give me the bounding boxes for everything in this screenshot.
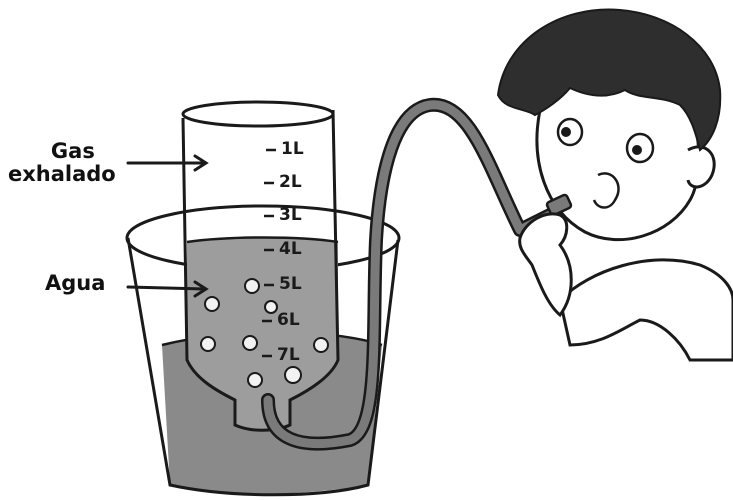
scale-label-2: 2L bbox=[279, 172, 302, 192]
boy-pupil-right bbox=[632, 145, 642, 155]
bubble bbox=[243, 336, 257, 350]
cylinder-top bbox=[183, 102, 333, 126]
boy-pupil-left bbox=[561, 127, 571, 137]
scale-label-4: 4L bbox=[279, 239, 302, 259]
bubble bbox=[245, 279, 259, 293]
bubble bbox=[201, 337, 215, 351]
label-gas-line2: exhalado bbox=[8, 163, 116, 186]
scale-label-1: 1L bbox=[281, 139, 304, 159]
boy-ear bbox=[688, 147, 714, 187]
scale-label-3: 3L bbox=[279, 205, 302, 225]
boy-shirt bbox=[560, 260, 733, 360]
boy bbox=[498, 10, 733, 360]
bubble bbox=[265, 301, 277, 313]
bubble bbox=[314, 338, 328, 352]
boy-hand bbox=[520, 214, 572, 315]
label-gas-line1: Gas bbox=[51, 139, 95, 163]
bubble bbox=[248, 373, 262, 387]
bubble bbox=[205, 297, 219, 311]
label-agua: Agua bbox=[45, 272, 105, 295]
scale-label-5: 5L bbox=[279, 274, 302, 294]
inverted-cylinder bbox=[183, 102, 338, 430]
scale-label-6: 6L bbox=[277, 310, 300, 330]
arrow-agua bbox=[128, 287, 205, 289]
bubble bbox=[285, 367, 301, 383]
label-gas-exhalado: Gas exhalado bbox=[30, 140, 116, 186]
scale-label-7: 7L bbox=[277, 345, 300, 365]
